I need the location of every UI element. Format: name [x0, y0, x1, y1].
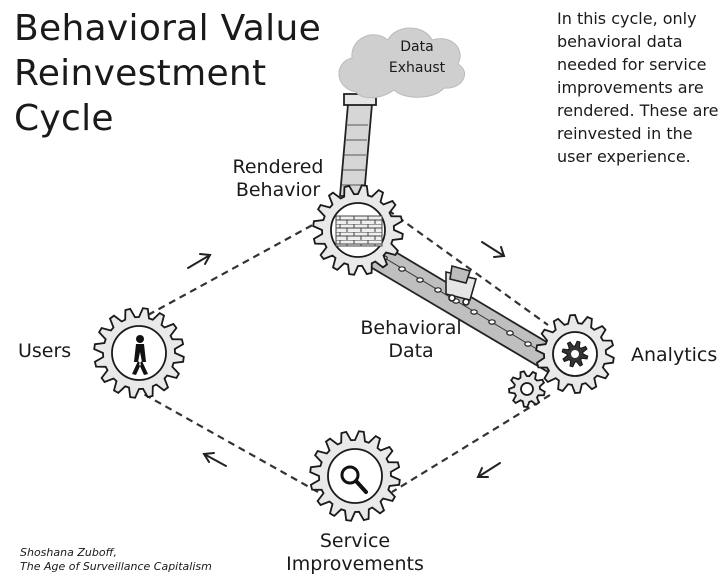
service-improvements-line-2: Improvements [286, 553, 424, 575]
magnifying-glass-icon [340, 465, 368, 494]
description-line-1: In this cycle, only [557, 9, 697, 28]
service-improvements-label: Service Improvements [280, 530, 430, 576]
description-line-6: reinvested in the [557, 124, 693, 143]
description-line-2: behavioral data [557, 32, 683, 51]
small-gear-hub [520, 382, 534, 396]
behavioral-data-line-1: Behavioral [360, 317, 462, 339]
small-gear [508, 370, 546, 408]
data-exhaust-line-2: Exhaust [388, 60, 446, 76]
path-users-to-rendered [147, 221, 319, 316]
arrow-down-right [481, 241, 506, 258]
title-line-1: Behavioral Value [14, 8, 322, 49]
citation-credit: Shoshana Zuboff, The Age of Surveillance… [20, 546, 212, 574]
behavioral-data-label: Behavioral Data [350, 317, 472, 363]
description-line-5: rendered. These are [557, 101, 719, 120]
title-line-3: Cycle [14, 98, 114, 139]
cart-icon [445, 264, 478, 306]
direction-arrows [187, 241, 506, 478]
rendered-behavior-label: Rendered Behavior [218, 156, 338, 202]
description-line-3: needed for service [557, 55, 707, 74]
arrow-up-right [187, 253, 212, 269]
arrow-up-left [202, 452, 227, 467]
path-rendered-to-analytics [387, 209, 549, 326]
analytics-line-1: Analytics [631, 344, 718, 366]
gear-icon-hub [571, 350, 579, 358]
rendered-behavior-line-2: Behavior [235, 179, 321, 201]
data-exhaust-label: Data Exhaust [372, 37, 462, 79]
behavioral-data-line-2: Data [388, 340, 434, 362]
smokestack-icon [339, 93, 377, 197]
users-line-1: Users [18, 340, 72, 362]
title-line-2: Reinvestment [14, 53, 267, 94]
description-text: In this cycle, only behavioral data need… [557, 7, 725, 168]
users-label: Users [18, 340, 88, 363]
description-line-4: improvements are [557, 78, 704, 97]
cycle-paths [139, 209, 551, 493]
service-improvements-line-1: Service [319, 530, 391, 552]
rendered-behavior-line-1: Rendered [232, 156, 324, 178]
diagram-title: Behavioral Value Reinvestment Cycle [14, 6, 321, 141]
analytics-label: Analytics [631, 344, 723, 367]
description-line-7: user experience. [557, 147, 691, 166]
credit-line-1: Shoshana Zuboff, [20, 546, 117, 559]
cloud-icon [338, 27, 465, 99]
credit-line-2: The Age of Surveillance Capitalism [20, 560, 212, 573]
data-exhaust-line-1: Data [400, 39, 434, 55]
walking-person-icon [132, 335, 148, 375]
arrow-down-left [476, 462, 501, 478]
brick-wall-icon [335, 215, 383, 247]
path-analytics-to-service [391, 394, 551, 493]
path-service-to-users [139, 391, 319, 493]
